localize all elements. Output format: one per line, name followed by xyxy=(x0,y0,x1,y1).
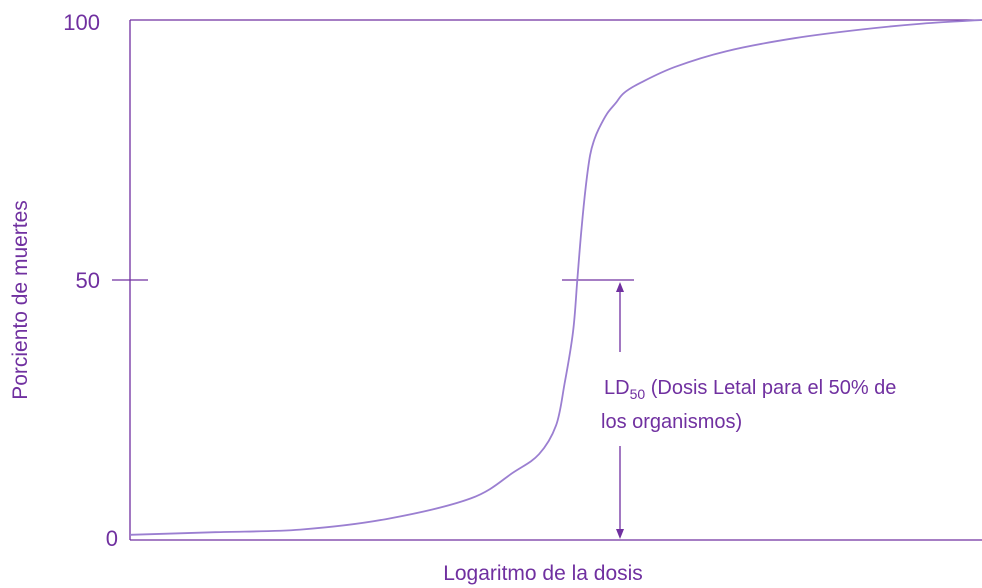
ld50-annotation-line1: LD50 (Dosis Letal para el 50% de xyxy=(604,377,896,402)
arrow-down-head xyxy=(616,529,624,539)
ld50-subscript: 50 xyxy=(630,386,646,402)
series-curve xyxy=(129,19,982,536)
y-tick-label-0: 0 xyxy=(106,526,118,551)
arrow-up-head xyxy=(616,282,624,292)
y-axis-title: Porciento de muertes xyxy=(9,200,32,400)
ld50-label: LD xyxy=(604,377,630,399)
y-tick-label-50: 50 xyxy=(76,268,100,293)
y-tick-label-100: 100 xyxy=(63,10,100,35)
ld50-description: (Dosis Letal para el 50% de xyxy=(645,377,896,399)
ld50-annotation-line2: los organismos) xyxy=(601,411,742,433)
x-axis-title: Logaritmo de la dosis xyxy=(443,562,643,585)
